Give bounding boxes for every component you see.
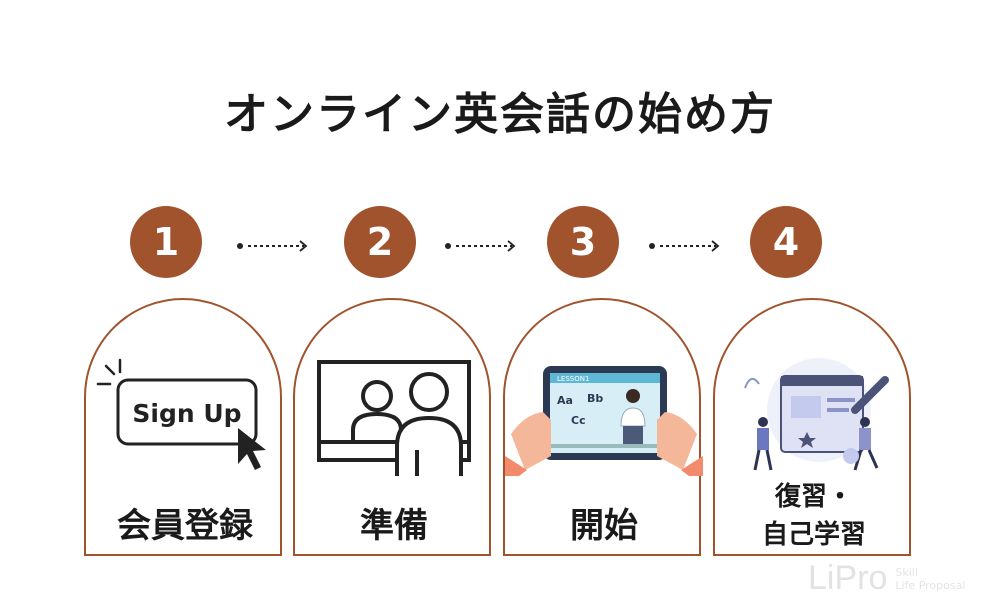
step-2-card: 準備 — [293, 298, 491, 556]
svg-text:LESSON1: LESSON1 — [557, 375, 589, 383]
step-4-label-line1: 復習・ — [774, 482, 853, 512]
watermark-sub2: Life Proposal — [895, 579, 966, 592]
signup-button-icon: Sign Up — [96, 358, 266, 470]
page-title: オンライン英会話の始め方 — [224, 89, 776, 140]
dotted-arrow-icon — [649, 240, 720, 252]
svg-text:Cc: Cc — [571, 414, 586, 427]
step-1-label: 会員登録 — [117, 506, 253, 546]
signup-text: Sign Up — [132, 399, 241, 428]
step-4-card: 復習・ 自己学習 — [713, 298, 911, 556]
step-1-card: Sign Up 会員登録 — [84, 298, 282, 556]
step-4-label-line2: 自己学習 — [761, 520, 866, 550]
step-2-number: 2 — [344, 206, 416, 278]
step-4-label: 復習・ 自己学習 — [715, 478, 913, 554]
svg-text:Aa: Aa — [557, 394, 573, 407]
watermark-logo: LiPro Skill Life Proposal — [808, 556, 965, 598]
self-study-icon — [744, 358, 889, 471]
svg-text:Bb: Bb — [587, 392, 603, 405]
step-3-number: 3 — [547, 206, 619, 278]
watermark-main: LiPro — [808, 559, 888, 597]
dotted-arrow-icon — [445, 240, 516, 252]
step-3-label: 開始 — [570, 506, 638, 546]
step-4-number: 4 — [750, 206, 822, 278]
watermark-sub1: Skill — [895, 566, 918, 579]
video-call-monitor-icon — [317, 360, 471, 476]
dotted-arrow-icon — [237, 240, 308, 252]
step-3-card: LESSON1 Aa Bb Cc 開始 — [503, 298, 703, 556]
tablet-lesson-icon: LESSON1 Aa Bb Cc — [505, 366, 703, 476]
step-1-number: 1 — [130, 206, 202, 278]
step-2-label: 準備 — [360, 506, 428, 546]
